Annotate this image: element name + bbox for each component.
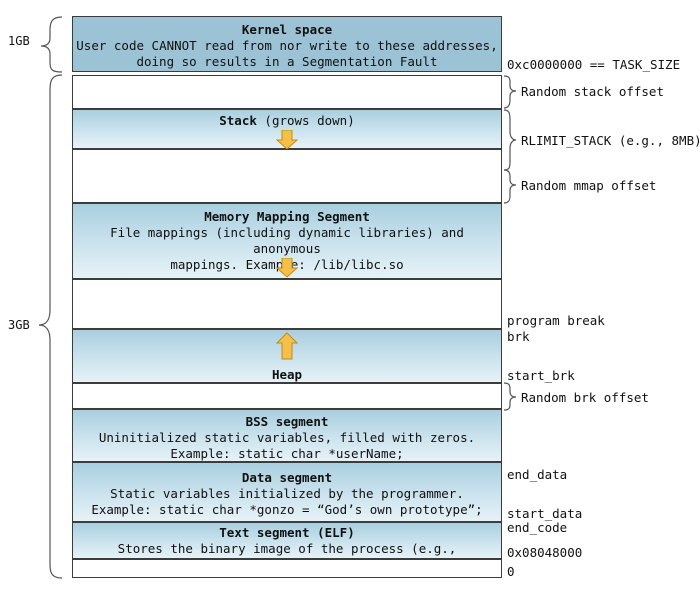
kernel-size-label: 1GB: [8, 34, 30, 48]
down-arrow-icon: [276, 130, 298, 150]
data-desc-line1: Static variables initialized by the prog…: [110, 486, 464, 501]
random-stack-offset-label: Random stack offset: [521, 84, 664, 99]
stack-title: Stack: [219, 113, 257, 128]
random-brk-brace: [503, 382, 517, 411]
stack-segment: Stack (grows down): [72, 109, 502, 150]
user-size-brace: [38, 74, 63, 579]
text-title: Text segment (ELF): [219, 525, 355, 540]
kernel-size-brace: [40, 16, 63, 73]
random-brk-gap: [72, 383, 502, 409]
end-data-label: end_data: [507, 467, 568, 482]
bottom-gap: [72, 559, 502, 578]
text-start-address-label: 0x08048000: [507, 545, 583, 560]
kernel-space-segment: Kernel space User code CANNOT read from …: [72, 16, 502, 72]
task-size-label: 0xc0000000 == TASK_SIZE: [507, 57, 681, 72]
up-arrow-icon: [276, 332, 298, 360]
down-arrow-icon: [276, 258, 298, 278]
memory-mapping-segment: Memory Mapping Segment File mappings (in…: [72, 203, 502, 279]
start-brk-label: start_brk: [507, 368, 575, 383]
random-mmap-offset-label: Random mmap offset: [521, 178, 657, 193]
kernel-desc-line2: doing so results in a Segmentation Fault: [136, 54, 438, 69]
kernel-title: Kernel space: [241, 22, 333, 37]
user-size-label: 3GB: [8, 318, 30, 332]
program-break-label: program break: [507, 313, 605, 328]
heap-title: Heap: [271, 367, 303, 382]
end-code-label: end_code: [507, 520, 568, 535]
kernel-desc-line1: User code CANNOT read from nor write to …: [76, 38, 498, 53]
data-segment: Data segment Static variables initialize…: [72, 462, 502, 522]
random-stack-gap: [72, 75, 502, 109]
bss-segment: BSS segment Uninitialized static variabl…: [72, 409, 502, 462]
brk-label: brk: [507, 329, 530, 344]
heap-segment: Heap: [72, 329, 502, 383]
rlimit-brace: [503, 109, 517, 171]
zero-address-label: 0: [507, 564, 515, 579]
mmap-title: Memory Mapping Segment: [204, 209, 370, 224]
start-data-label: start_data: [507, 506, 583, 521]
mmap-desc-line1: File mappings (including dynamic librari…: [110, 225, 464, 256]
random-brk-offset-label: Random brk offset: [521, 390, 649, 405]
free-gap: [72, 279, 502, 329]
text-segment: Text segment (ELF) Stores the binary ima…: [72, 522, 502, 572]
random-stack-brace: [503, 75, 517, 109]
data-title: Data segment: [241, 470, 333, 485]
random-mmap-brace: [503, 169, 517, 204]
rlimit-stack-label: RLIMIT_STACK (e.g., 8MB): [521, 133, 700, 148]
stack-gap: [72, 149, 502, 203]
bss-desc-line1: Uninitialized static variables, filled w…: [98, 430, 476, 445]
stack-suffix: (grows down): [256, 113, 355, 128]
bss-title: BSS segment: [245, 414, 329, 429]
data-desc-line2: Example: static char *gonzo = “God’s own…: [91, 502, 483, 517]
bss-desc-line2: Example: static char *userName;: [170, 446, 404, 461]
